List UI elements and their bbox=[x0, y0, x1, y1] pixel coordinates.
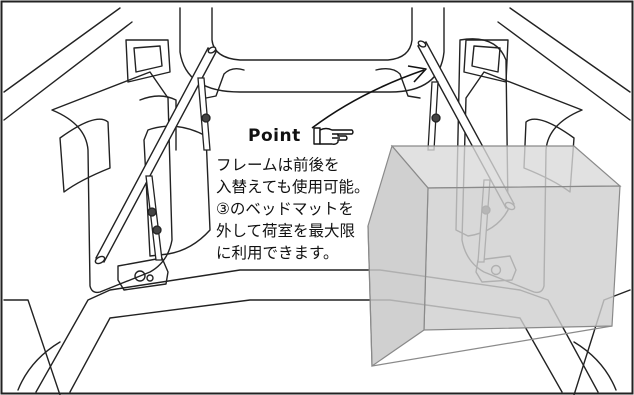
cargo-floor-inner bbox=[69, 299, 563, 393]
rear-seat-back bbox=[211, 7, 413, 61]
vehicle-left-wall bbox=[3, 7, 133, 395]
point-description-line: に利用できます。 bbox=[216, 244, 339, 262]
cargo-box-front bbox=[423, 185, 621, 331]
cargo-box-top bbox=[390, 145, 622, 189]
cargo-box bbox=[367, 144, 622, 368]
point-description-line: ③のベッドマットを bbox=[216, 200, 354, 218]
point-description: フレームは前後を 入替えても使用可能。 ③のベッドマットを 外して荷室を最大限 … bbox=[216, 154, 406, 264]
pointing-hand-icon bbox=[313, 127, 354, 145]
point-title: Point bbox=[248, 126, 301, 146]
left-frame-bar bbox=[94, 46, 217, 265]
left-window bbox=[59, 118, 111, 193]
point-description-line: 入替えても使用可能。 bbox=[216, 178, 370, 196]
point-description-line: フレームは前後を bbox=[216, 156, 340, 174]
cargo-box-side bbox=[367, 144, 429, 368]
left-side-panel bbox=[51, 71, 173, 294]
point-description-line: 外して荷室を最大限 bbox=[216, 222, 356, 240]
point-header: Point bbox=[216, 124, 406, 154]
left-frame-leg bbox=[145, 77, 211, 261]
point-callout: Point フレームは前後を 入替えても使用可能。 ③のベッドマットを 外して荷… bbox=[216, 124, 406, 264]
callout-arrow bbox=[311, 65, 427, 129]
